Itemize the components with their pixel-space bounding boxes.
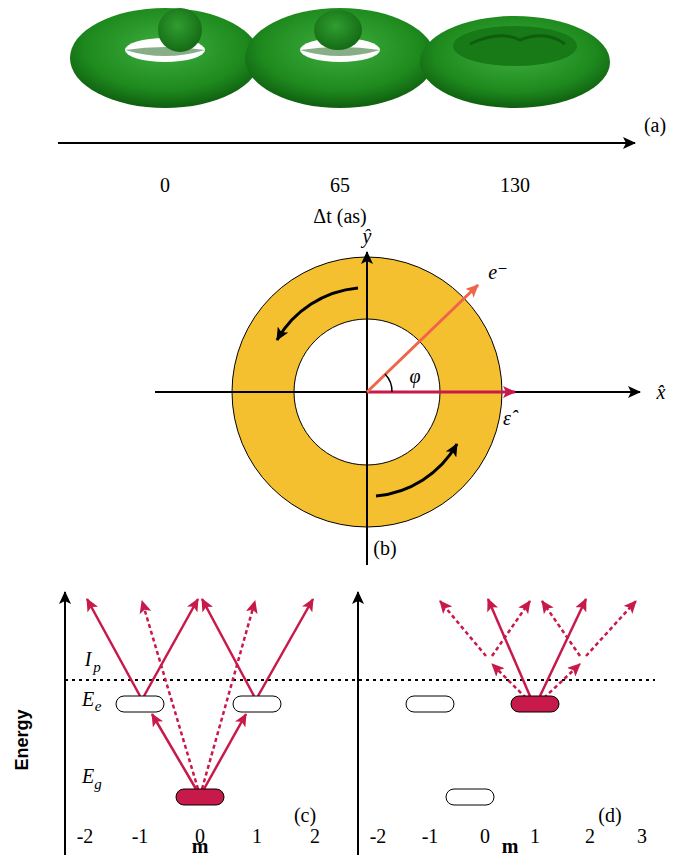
tick-label: 1 bbox=[530, 826, 540, 846]
transition-arrows bbox=[440, 599, 636, 698]
torus bbox=[70, 8, 260, 108]
state-pill bbox=[176, 789, 224, 805]
rotation-arrow bbox=[376, 444, 457, 496]
torus bbox=[245, 8, 435, 108]
tick-label: -1 bbox=[422, 826, 439, 846]
tick-label: 3 bbox=[637, 826, 647, 846]
panel-label: (a) bbox=[644, 115, 666, 135]
x-axis bbox=[155, 391, 640, 393]
tick-label: 0 bbox=[480, 826, 490, 846]
transition-arrows bbox=[87, 599, 313, 789]
energy-axis bbox=[357, 592, 359, 855]
state-pill bbox=[406, 696, 454, 712]
panel-label: (d) bbox=[598, 805, 621, 825]
state-pill bbox=[116, 696, 164, 712]
energy-label: I bbox=[85, 649, 92, 669]
state-pill bbox=[233, 696, 281, 712]
vector-label: e⁻ bbox=[488, 262, 507, 282]
axis-title: m bbox=[502, 836, 519, 856]
angle-arc bbox=[385, 374, 392, 392]
energy-subscript: e bbox=[95, 699, 102, 714]
panel-label: (b) bbox=[373, 538, 396, 558]
y-axis bbox=[366, 252, 368, 565]
energy-label: E bbox=[82, 689, 94, 709]
panel-label: (c) bbox=[294, 805, 316, 825]
state-pill bbox=[446, 789, 494, 805]
tick-label: 1 bbox=[252, 826, 262, 846]
rotation-arrow bbox=[277, 288, 358, 340]
polarization-arrow bbox=[367, 391, 515, 394]
energy-subscript: g bbox=[94, 777, 102, 792]
tick-label: 65 bbox=[330, 175, 350, 195]
tick-label: 2 bbox=[310, 826, 320, 846]
tick-label: -2 bbox=[77, 826, 94, 846]
tick-label: 2 bbox=[585, 826, 595, 846]
axis-label: ŷ bbox=[363, 226, 372, 246]
axis-title: Energy bbox=[13, 709, 31, 770]
axis-label: x̂ bbox=[657, 382, 666, 402]
tick-label: -1 bbox=[132, 826, 149, 846]
energy-label: E bbox=[82, 766, 94, 786]
tick-label: -2 bbox=[370, 826, 387, 846]
time-axis bbox=[58, 142, 635, 144]
energy-axis bbox=[64, 592, 66, 855]
state-pill bbox=[511, 696, 559, 712]
angle-label: φ bbox=[409, 366, 420, 386]
tick-label: 0 bbox=[160, 175, 170, 195]
axis-title: m bbox=[192, 836, 209, 856]
electron-arrow bbox=[367, 285, 478, 392]
energy-subscript: p bbox=[93, 660, 101, 675]
axis-label: Δt (as) bbox=[313, 206, 366, 226]
tick-label: 130 bbox=[500, 175, 530, 195]
vector-label: ε̂ bbox=[503, 408, 511, 428]
torus bbox=[420, 16, 610, 108]
